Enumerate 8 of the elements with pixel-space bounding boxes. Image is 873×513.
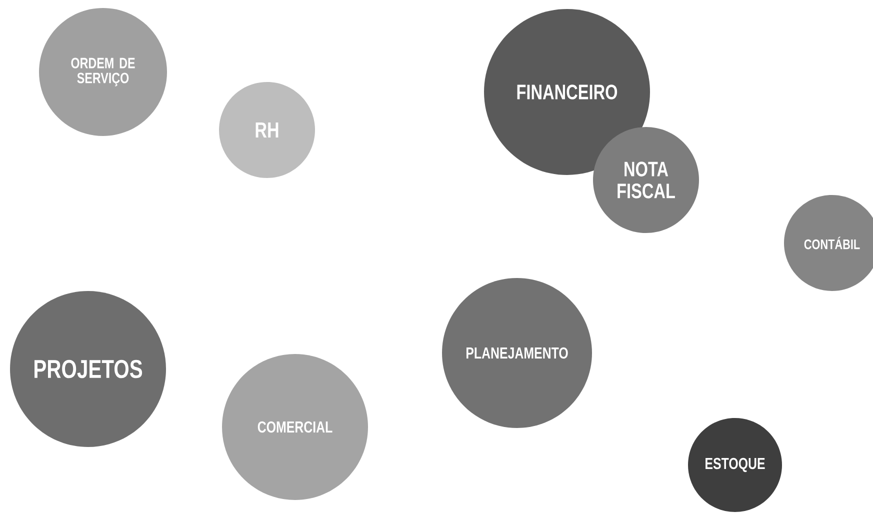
circle-bubble: ORDEM DE SERVIÇO [39, 8, 167, 136]
circle-bubble: RH [219, 82, 315, 178]
circle-bubble: PROJETOS [10, 291, 166, 447]
circle-bubble: COMERCIAL [222, 354, 368, 500]
circle-bubble: CONTÁBIL [784, 195, 873, 291]
circle-bubble: PLANEJAMENTO [442, 278, 592, 428]
circle-bubble: ESTOQUE [688, 418, 782, 512]
circle-bubble: NOTA FISCAL [593, 127, 699, 233]
